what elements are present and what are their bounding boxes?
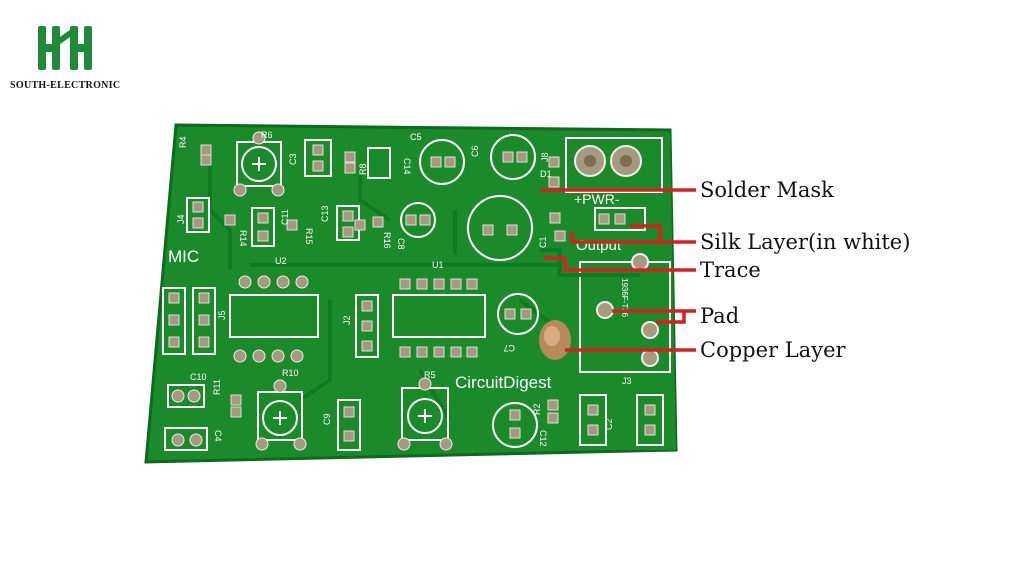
power-connector bbox=[574, 145, 642, 177]
label-r10: R10 bbox=[282, 368, 299, 378]
output-connector-area bbox=[565, 133, 676, 450]
label-c3: C3 bbox=[288, 153, 298, 165]
label-c14: C14 bbox=[402, 158, 412, 175]
label-r15: R15 bbox=[304, 228, 314, 245]
label-part: 1936F-T36 bbox=[620, 278, 629, 318]
label-mic: MIC bbox=[168, 247, 199, 266]
label-j2: J2 bbox=[342, 315, 352, 325]
brand-logo-icon bbox=[38, 26, 92, 70]
callout-pad: Pad bbox=[700, 304, 740, 328]
label-r6: R6 bbox=[261, 130, 273, 140]
label-r11: R11 bbox=[212, 379, 222, 395]
callout-silk-layer: Silk Layer(in white) bbox=[700, 230, 911, 254]
label-c1: C1 bbox=[538, 236, 548, 248]
label-pwr: +PWR- bbox=[574, 191, 620, 207]
label-j4: J4 bbox=[176, 214, 186, 224]
silkscreen bbox=[162, 134, 664, 451]
label-c9: C9 bbox=[322, 413, 332, 425]
label-r16: R16 bbox=[382, 232, 392, 249]
label-r4: R4 bbox=[178, 136, 188, 148]
label-j8: J8 bbox=[540, 152, 550, 162]
label-c6: C6 bbox=[470, 145, 480, 157]
label-c5: C5 bbox=[410, 132, 422, 142]
brand-name: SOUTH-ELECTRONIC bbox=[10, 80, 121, 91]
callout-solder-mask: Solder Mask bbox=[700, 178, 834, 202]
label-u1: U1 bbox=[432, 260, 444, 270]
label-r14: R14 bbox=[238, 230, 248, 247]
label-c7: C7 bbox=[503, 343, 515, 353]
callout-trace: Trace bbox=[700, 258, 761, 282]
label-c10: C10 bbox=[190, 372, 207, 382]
label-c11: C11 bbox=[280, 209, 290, 225]
label-r8: R8 bbox=[358, 163, 368, 175]
board-logo: CircuitDigest bbox=[455, 373, 552, 392]
callout-lines bbox=[540, 188, 696, 352]
logo-mark bbox=[38, 26, 92, 70]
callout-copper-layer: Copper Layer bbox=[700, 338, 846, 362]
label-u2: U2 bbox=[275, 256, 287, 266]
label-j3: J3 bbox=[622, 376, 632, 386]
label-c2: C2 bbox=[604, 418, 614, 430]
pcb-board bbox=[146, 125, 676, 462]
label-c4: C4 bbox=[213, 430, 223, 442]
label-d1: D1 bbox=[540, 169, 552, 179]
label-r5: R5 bbox=[424, 370, 436, 380]
label-c13: C13 bbox=[320, 205, 330, 222]
label-output: Output bbox=[576, 237, 622, 254]
label-c12: C12 bbox=[538, 430, 548, 447]
copper-traces bbox=[208, 150, 640, 422]
label-r2: R2 bbox=[532, 403, 542, 415]
label-c8: C8 bbox=[396, 238, 406, 250]
label-j5: J5 bbox=[217, 310, 227, 320]
